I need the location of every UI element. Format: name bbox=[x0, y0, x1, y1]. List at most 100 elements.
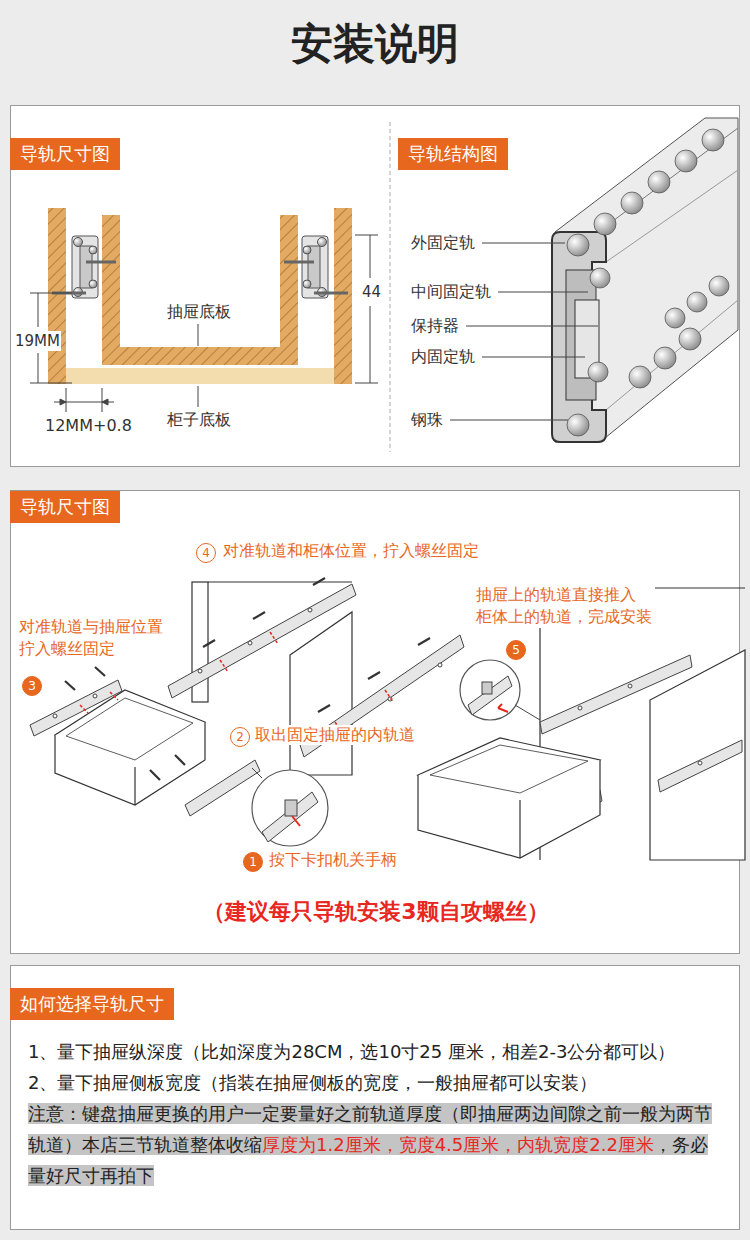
note-text: 厚度为1.2厘米，宽度4.5厘米，内轨宽度2.2厘米 bbox=[262, 1134, 654, 1155]
detail-inset bbox=[460, 660, 520, 720]
dimension-line bbox=[66, 388, 67, 412]
install-arrow bbox=[220, 660, 228, 672]
detail-inset bbox=[285, 800, 297, 816]
dimension-line bbox=[355, 235, 378, 236]
cabinet-section bbox=[48, 208, 352, 384]
part-label: 外固定轨 bbox=[410, 233, 476, 253]
callout-number: 3 bbox=[22, 676, 42, 696]
screw bbox=[313, 578, 325, 585]
detail-inset bbox=[468, 676, 512, 715]
dimension-line bbox=[370, 235, 371, 278]
install-arrow bbox=[80, 705, 88, 713]
slide-rail bbox=[93, 694, 97, 698]
rail-structure bbox=[648, 171, 670, 193]
rail-section bbox=[74, 238, 83, 247]
detail-inset bbox=[262, 792, 318, 842]
rail-structure bbox=[675, 150, 697, 172]
dimension-label: 12MM+0.8 bbox=[44, 416, 133, 436]
dimension-line bbox=[198, 324, 199, 346]
dimension-line bbox=[102, 388, 103, 412]
leader-line bbox=[482, 243, 565, 244]
rail-structure bbox=[679, 328, 701, 350]
slide-rail bbox=[248, 641, 252, 645]
section-tag: 导轨尺寸图 bbox=[10, 491, 120, 523]
screw bbox=[86, 261, 116, 264]
section-tag: 导轨结构图 bbox=[398, 138, 508, 170]
dimension-label: 44 bbox=[361, 282, 382, 302]
detail-inset bbox=[252, 660, 540, 846]
dimension-line bbox=[30, 293, 72, 294]
drawer bbox=[430, 745, 588, 793]
leader-line bbox=[498, 292, 588, 293]
rail-section bbox=[89, 280, 97, 288]
slide-rail bbox=[198, 669, 202, 673]
detail-inset bbox=[498, 704, 508, 712]
rail-structure bbox=[621, 192, 643, 214]
drawer bbox=[134, 767, 135, 805]
page-title: 安装说明 bbox=[0, 16, 750, 72]
cabinet-section bbox=[66, 368, 334, 384]
part-label: 内固定轨 bbox=[410, 347, 476, 367]
rail-structure bbox=[567, 234, 589, 256]
drawer bbox=[418, 760, 600, 858]
dimension-line bbox=[38, 293, 39, 327]
dimension-line bbox=[30, 383, 72, 384]
slide-rail bbox=[658, 740, 742, 792]
rail-section bbox=[318, 238, 327, 247]
callout-number: 1 bbox=[243, 852, 263, 872]
screw bbox=[314, 292, 348, 295]
step-text: 对准轨道和柜体位置，拧入螺丝固定 bbox=[222, 541, 480, 561]
leader-line bbox=[450, 420, 568, 421]
warning-note: （建议每只导轨安装3颗自攻螺丝） bbox=[10, 897, 742, 927]
rail-section bbox=[72, 236, 328, 298]
leader-line bbox=[450, 243, 598, 420]
rail-structure bbox=[702, 129, 724, 151]
rail-section bbox=[303, 246, 311, 254]
dimension-label: 19MM bbox=[14, 331, 61, 351]
cabinet-section bbox=[48, 208, 66, 384]
screw bbox=[203, 640, 215, 647]
screw bbox=[65, 578, 430, 780]
part-label: 柜子底板 bbox=[166, 410, 232, 430]
screw bbox=[175, 755, 185, 765]
dimension-line bbox=[30, 235, 378, 412]
screw bbox=[95, 667, 105, 676]
slide-rail bbox=[438, 663, 442, 667]
step-text: 抽屉上的轨道直接推入 柜体上的轨道，完成安装 bbox=[475, 584, 655, 628]
step-text: 按下卡扣机关手柄 bbox=[268, 850, 398, 870]
detail-inset bbox=[252, 770, 328, 846]
screw bbox=[65, 681, 75, 690]
screw bbox=[318, 705, 330, 712]
step-text: 对准轨道与抽屉位置 拧入螺丝固定 bbox=[18, 616, 175, 660]
cabinet-section bbox=[334, 208, 352, 384]
tag-text: 如何选择导轨尺寸 bbox=[20, 993, 164, 1014]
callout-number: 5 bbox=[506, 640, 526, 660]
rail-structure bbox=[594, 213, 616, 235]
cabinet-section bbox=[102, 215, 120, 365]
detail-inset bbox=[292, 816, 300, 826]
text-block: 1、量下抽屉纵深度（比如深度为28CM，选10寸25 厘米，相差2-3公分都可以… bbox=[28, 1036, 720, 1191]
part-label: 抽屉底板 bbox=[166, 302, 232, 322]
screw bbox=[368, 672, 380, 679]
divider bbox=[390, 122, 391, 452]
rail-section bbox=[303, 280, 311, 288]
screw bbox=[418, 638, 430, 645]
install-arrow bbox=[270, 632, 278, 644]
cabinet-section bbox=[120, 347, 280, 365]
dimension-line bbox=[38, 353, 39, 383]
note-paragraph: 注意：键盘抽屉更换的用户一定要量好之前轨道厚度（即抽屉两边间隙之前一般为两节轨道… bbox=[28, 1098, 720, 1191]
install-arrow bbox=[385, 690, 393, 702]
rail-structure bbox=[588, 362, 608, 382]
slide-rail bbox=[53, 714, 57, 718]
dimension-line bbox=[198, 386, 199, 407]
instruction-line: 1、量下抽屉纵深度（比如深度为28CM，选10寸25 厘米，相差2-3公分都可以… bbox=[28, 1036, 720, 1067]
rail-structure bbox=[665, 308, 685, 328]
install-arrow bbox=[110, 692, 118, 700]
tag-text: 导轨尺寸图 bbox=[20, 143, 110, 164]
instruction-line: 2、量下抽屉侧板宽度（指装在抽屉侧板的宽度，一般抽屉都可以安装） bbox=[28, 1067, 720, 1098]
callout-number: 2 bbox=[230, 727, 250, 747]
slide-rail bbox=[308, 608, 312, 612]
rail-structure bbox=[552, 118, 738, 442]
rail-structure bbox=[709, 276, 729, 296]
cabinet-drawing bbox=[208, 581, 352, 582]
